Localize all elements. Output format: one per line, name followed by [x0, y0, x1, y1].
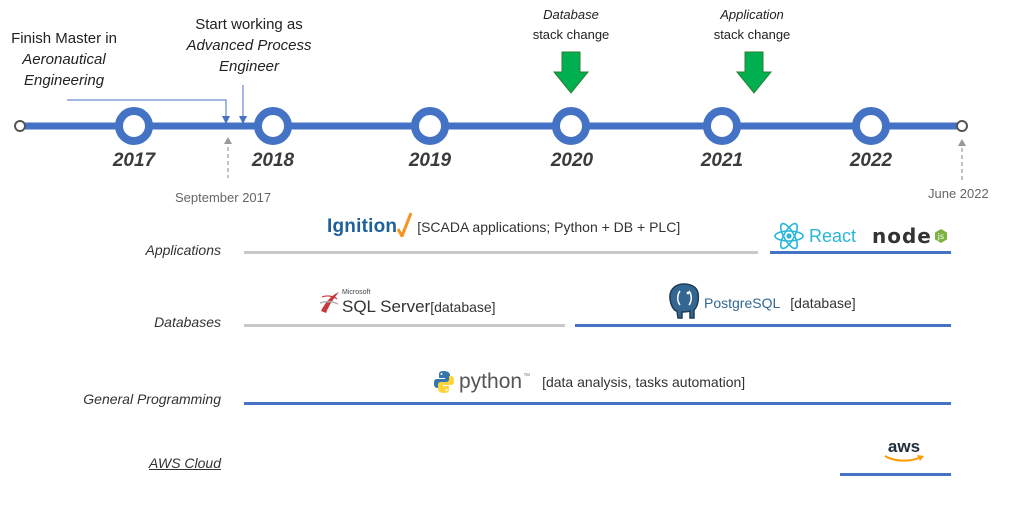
timeline [14, 51, 968, 180]
start-date-label: September 2017 [175, 190, 272, 205]
sqlserver-name: SQL Server [342, 297, 431, 316]
category-databases: Databases [154, 314, 221, 330]
databases-sqlserver-bar [244, 324, 565, 327]
timeline-start-node [14, 120, 26, 132]
python-name: python [459, 370, 523, 393]
master-arrowhead [222, 116, 230, 124]
db-change-annotation: Database stack change [516, 5, 626, 45]
app-change-annotation: Application stack change [697, 5, 807, 45]
year-marker-2021 [703, 107, 741, 145]
sqlserver-logo: Microsoft SQL Server [342, 288, 430, 316]
master-line2: Aeronautical [22, 51, 106, 68]
python-entry: python ™ [data analysis, tasks automatio… [433, 370, 745, 394]
year-marker-2022 [852, 107, 890, 145]
app-change-arrow [735, 51, 773, 94]
applications-ignition-bar [244, 251, 758, 254]
year-label-2022: 2022 [849, 150, 893, 171]
aws-entry: aws [883, 438, 925, 463]
sqlserver-brand: Microsoft [342, 289, 371, 296]
svg-text:js: js [937, 232, 944, 241]
year-label-2017: 2017 [112, 150, 156, 171]
postgres-elephant-icon [669, 283, 700, 319]
node-entry: node js [872, 224, 948, 248]
work-line1: Start working as [195, 16, 303, 33]
year-marker-2018 [254, 107, 292, 145]
end-date-arrowhead [958, 139, 966, 146]
python-icon [434, 371, 454, 393]
work-annotation: Start working as Advanced Process Engine… [180, 14, 318, 77]
category-applications: Applications [145, 242, 222, 258]
db-change-line2: stack change [532, 27, 610, 42]
postgres-name: PostgreSQL [704, 295, 781, 311]
applications-react-node-bar [770, 251, 951, 254]
postgres-note: [database] [790, 295, 856, 311]
react-atom-icon [774, 222, 804, 250]
year-label-2021: 2021 [700, 150, 744, 171]
sqlserver-icon [319, 292, 339, 313]
databases-postgres-bar [575, 324, 951, 327]
sqlserver-note: [database] [430, 299, 496, 315]
master-connector [67, 99, 227, 118]
programming-python-bar [244, 402, 951, 405]
master-line3: Engineering [23, 72, 105, 89]
work-line2: Advanced Process [186, 37, 312, 54]
react-name: React [809, 225, 857, 246]
work-line3: Engineer [218, 58, 280, 75]
category-aws-cloud[interactable]: AWS Cloud [148, 455, 221, 471]
master-annotation: Finish Master in Aeronautical Engineerin… [2, 28, 126, 91]
aws-bar [840, 473, 951, 476]
category-general-programming: General Programming [83, 391, 221, 407]
db-change-arrow [552, 51, 590, 94]
year-label-2019: 2019 [408, 150, 452, 171]
year-markers [115, 107, 890, 145]
year-marker-2017 [115, 107, 153, 145]
work-arrowhead [239, 116, 247, 124]
db-change-line1: Database [543, 7, 599, 22]
node-name: node [872, 224, 932, 248]
ignition-logo: Ignition [327, 212, 413, 238]
timeline-end-node [956, 120, 968, 132]
start-date-arrowhead [224, 137, 232, 144]
ignition-note: [SCADA applications; Python + DB + PLC] [417, 219, 681, 235]
app-change-line2: stack change [713, 27, 791, 42]
python-trademark: ™ [523, 372, 531, 380]
year-marker-2019 [411, 107, 449, 145]
python-note: [data analysis, tasks automation] [542, 374, 746, 390]
aws-name: aws [887, 437, 921, 456]
end-date-label: June 2022 [928, 186, 989, 201]
sqlserver-entry: Microsoft SQL Server [database] [318, 288, 496, 316]
master-line1: Finish Master in [11, 30, 117, 47]
ignition-check-icon [396, 212, 413, 237]
ignition-entry: Ignition [SCADA applications; Python + D… [327, 212, 681, 238]
year-label-2020: 2020 [550, 150, 594, 171]
app-change-line1: Application [720, 7, 784, 22]
aws-smile-icon [884, 455, 924, 462]
postgres-entry: PostgreSQL [database] [666, 281, 856, 321]
react-entry: React [773, 222, 856, 250]
year-label-2018: 2018 [251, 150, 295, 171]
node-hexagon-icon: js [934, 229, 947, 243]
year-marker-2020 [552, 107, 590, 145]
